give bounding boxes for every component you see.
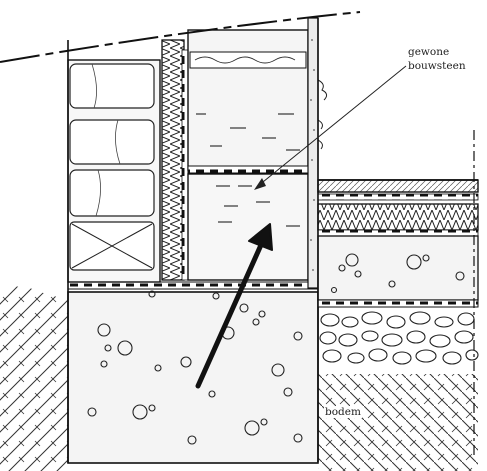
leader-line-icon xyxy=(254,65,407,190)
ordinary-brick-block xyxy=(187,173,309,281)
inner-wall-damp-band xyxy=(187,165,311,174)
outline-lines xyxy=(0,11,478,463)
cavity-insulation xyxy=(161,39,189,281)
thick-arrow-icon xyxy=(195,223,273,389)
label-bouwsteen: bouwsteen xyxy=(408,60,466,72)
ground-soil-bodem xyxy=(318,372,478,471)
label-bodem: bodem xyxy=(324,406,362,418)
gravel-layer xyxy=(318,308,479,374)
label-gewone: gewone xyxy=(408,46,450,58)
outer-brick-leaf xyxy=(67,59,161,283)
ground-soil-left xyxy=(0,286,68,471)
foundation-block xyxy=(67,290,319,464)
inner-wall-leaf xyxy=(187,29,309,171)
damp-proof-band xyxy=(67,281,319,290)
floor-buildup xyxy=(317,179,479,308)
